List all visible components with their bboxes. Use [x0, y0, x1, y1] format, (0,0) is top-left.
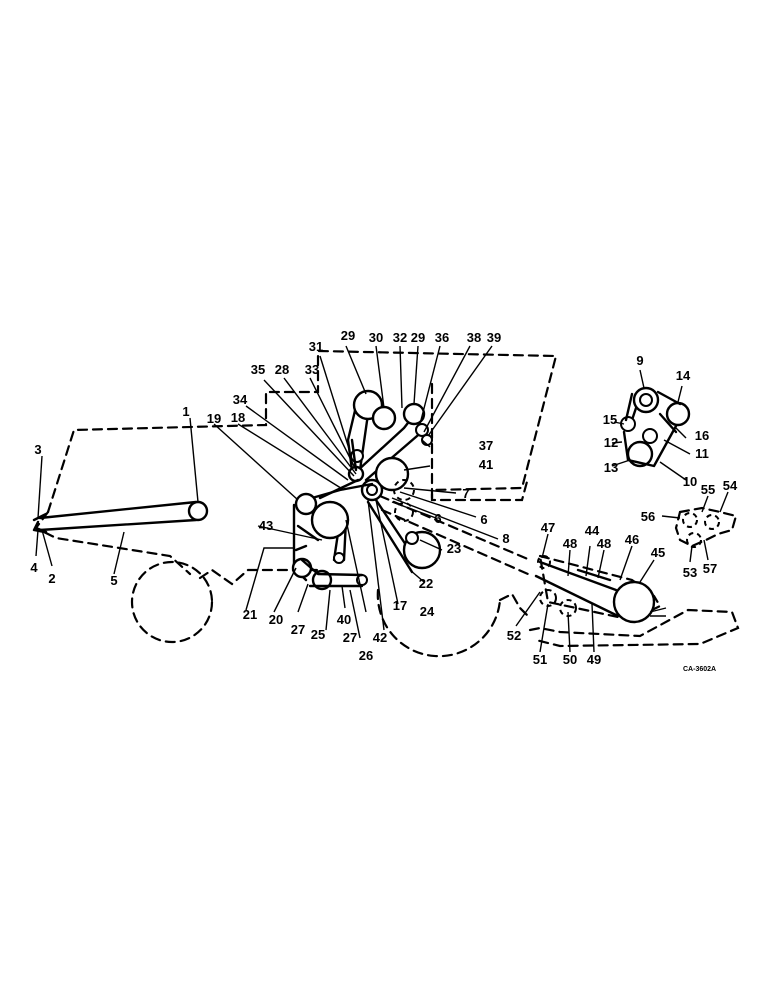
callout-c6b: 6 [480, 512, 487, 527]
machine-outline [34, 349, 740, 658]
callout-c16: 16 [695, 428, 709, 443]
callout-c4: 4 [30, 560, 38, 575]
callout-c26: 26 [359, 648, 373, 663]
callout-c6a: 6 [434, 511, 441, 526]
callout-c50: 50 [563, 652, 577, 667]
callout-c21: 21 [243, 607, 257, 622]
callout-c29b: 29 [411, 330, 425, 345]
top-group [350, 438, 358, 472]
center-drive [332, 389, 442, 574]
leader-lines [35, 345, 729, 653]
callout-c39: 39 [487, 330, 501, 345]
feeder-conveyor [32, 500, 209, 534]
callout-c54: 54 [723, 478, 738, 493]
callout-c48b: 48 [597, 536, 611, 551]
callout-c3: 3 [34, 442, 41, 457]
callout-c32: 32 [393, 330, 407, 345]
callout-c5: 5 [110, 573, 117, 588]
callout-c29a: 29 [341, 328, 355, 343]
left-drive [291, 478, 374, 591]
inset-drive [620, 386, 691, 468]
auxiliary-drive [682, 512, 720, 548]
callout-c17: 17 [393, 598, 407, 613]
callout-c35: 35 [251, 362, 265, 377]
callout-c56: 56 [641, 509, 655, 524]
callout-c8: 8 [502, 531, 509, 546]
callout-c55: 55 [701, 482, 715, 497]
callout-c48a: 48 [563, 536, 577, 551]
callout-c24: 24 [420, 604, 435, 619]
callout-c41: 41 [479, 457, 493, 472]
callout-c34: 34 [233, 392, 248, 407]
callout-c37: 37 [479, 438, 493, 453]
callout-c43: 43 [259, 518, 273, 533]
callout-c31: 31 [309, 339, 323, 354]
callout-c7: 7 [462, 486, 469, 501]
callout-c33: 33 [305, 362, 319, 377]
callout-c1: 1 [182, 404, 189, 419]
figure-code: CA-3602A [683, 666, 716, 673]
callout-c27b: 27 [343, 630, 357, 645]
callout-c20: 20 [269, 612, 283, 627]
callout-c46: 46 [625, 532, 639, 547]
callout-c44: 44 [585, 523, 600, 538]
callout-c18: 18 [231, 410, 245, 425]
callout-c28: 28 [275, 362, 289, 377]
callout-c42: 42 [373, 630, 387, 645]
callout-c13: 13 [604, 460, 618, 475]
callout-c22: 22 [419, 576, 433, 591]
callout-c38: 38 [467, 330, 481, 345]
callout-c23: 23 [447, 541, 461, 556]
callout-c45: 45 [651, 545, 665, 560]
callout-c9: 9 [636, 353, 643, 368]
callout-c19: 19 [207, 411, 221, 426]
callout-c57: 57 [703, 561, 717, 576]
callout-c52: 52 [507, 628, 521, 643]
callout-c14: 14 [676, 368, 691, 383]
callout-c36: 36 [435, 330, 449, 345]
callout-c51: 51 [533, 652, 547, 667]
callout-c27a: 27 [291, 622, 305, 637]
callout-c2: 2 [48, 571, 55, 586]
callout-c12: 12 [604, 435, 618, 450]
callout-c15: 15 [603, 412, 617, 427]
callout-c49: 49 [587, 652, 601, 667]
callout-c40: 40 [337, 612, 351, 627]
callout-c47: 47 [541, 520, 555, 535]
rear-drive [534, 555, 667, 624]
callout-c10: 10 [683, 474, 697, 489]
callout-c30: 30 [369, 330, 383, 345]
callout-c11: 11 [695, 446, 709, 461]
callout-c53: 53 [683, 565, 697, 580]
callout-c25: 25 [311, 627, 325, 642]
